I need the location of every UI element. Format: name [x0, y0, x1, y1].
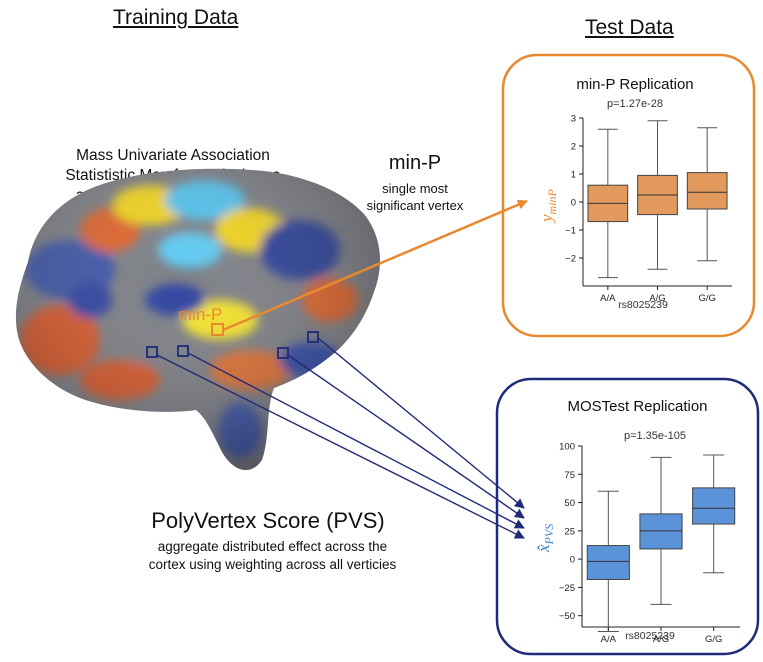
pvs-arrow-2: [187, 352, 525, 529]
pvs-desc-line-2: cortex using weighting across all vertic…: [148, 557, 397, 572]
y-tick-label: −25: [559, 583, 575, 594]
x-tick-label: G/G: [698, 293, 715, 304]
iqr-box: [586, 545, 630, 580]
mostest-boxplot: 100 75 50 25 0 −25 −50A/A A/G G/G: [559, 442, 740, 645]
iqr-box: [686, 172, 728, 210]
pvs-vertex-marker-3: [277, 347, 289, 359]
y-tick-label: 25: [564, 526, 575, 537]
minp-arrow: [222, 199, 528, 332]
y-tick-label: 3: [571, 114, 576, 125]
pvs-vertex-marker-1: [146, 346, 158, 358]
y-tick-label: −2: [565, 254, 576, 265]
brain-caption-line-1: Mass Univariate Association: [76, 147, 270, 164]
box-a-a: [586, 490, 630, 633]
y-tick-label: 2: [571, 142, 576, 153]
pvs-method-desc: aggregate distributed effect across the …: [100, 538, 445, 574]
box-a-a: [587, 128, 629, 279]
y-tick-label: −50: [559, 611, 575, 622]
iqr-box: [692, 487, 736, 525]
minp-method-title: min-P: [388, 152, 442, 174]
y-tick-label: 100: [559, 442, 575, 453]
y-tick-label: 1: [571, 170, 576, 181]
y-tick-label: 75: [564, 470, 575, 481]
mostest-pvalue: p=1.35e-105: [623, 430, 687, 442]
x-tick-label: A/G: [653, 634, 669, 645]
x-tick-label: A/A: [600, 293, 616, 304]
minp-desc-line-2: significant vertex: [366, 198, 464, 213]
box-a-g: [637, 120, 678, 270]
x-tick-label: A/G: [649, 293, 665, 304]
training-data-heading: Training Data: [113, 6, 239, 29]
pvs-vertex-marker-4: [307, 331, 319, 343]
minp-panel-frame: [501, 53, 756, 338]
pvs-vertex-markers: [146, 331, 319, 359]
minp-marker-label: min-P: [178, 305, 222, 324]
minp-ylabel: yminP: [537, 188, 559, 224]
y-tick-label: −1: [565, 226, 576, 237]
pvs-vertex-marker-2: [177, 345, 189, 357]
minp-method-desc: single most significant vertex: [340, 180, 490, 214]
box-g-g: [686, 127, 728, 262]
y-tick-label: 0: [570, 555, 575, 566]
test-data-heading: Test Data: [585, 16, 674, 39]
pvs-arrow-3: [287, 354, 525, 519]
mostest-ylabel: x̂PVS: [534, 524, 556, 553]
iqr-box: [639, 513, 683, 550]
minp-xlabel: rs8025239: [618, 299, 668, 311]
minp-panel-title: min-P Replication: [576, 76, 694, 93]
x-tick-label: G/G: [705, 634, 722, 645]
pvs-arrows: [156, 337, 525, 539]
x-tick-label: A/A: [601, 634, 617, 645]
minp-pvalue: p=1.27e-28: [607, 98, 663, 110]
pvs-method-title: PolyVertex Score (PVS): [151, 508, 385, 533]
minp-desc-line-1: single most: [382, 181, 448, 196]
pvs-desc-line-1: aggregate distributed effect across the: [157, 539, 388, 554]
box-g-g: [692, 454, 736, 574]
pvs-arrow-4: [317, 337, 525, 509]
y-tick-label: 0: [571, 198, 576, 209]
pvs-arrow-1: [156, 354, 525, 539]
minp-boxplot: 3 2 1 0 −1 −2A/A A/G G/G: [565, 114, 732, 304]
mostest-panel-frame: [495, 377, 760, 656]
mostest-xlabel: rs8025239: [625, 630, 675, 642]
box-a-g: [639, 456, 683, 605]
minp-vertex-marker: [211, 323, 224, 336]
y-tick-label: 50: [564, 498, 575, 509]
mostest-panel-title: MOSTest Replication: [567, 398, 708, 415]
